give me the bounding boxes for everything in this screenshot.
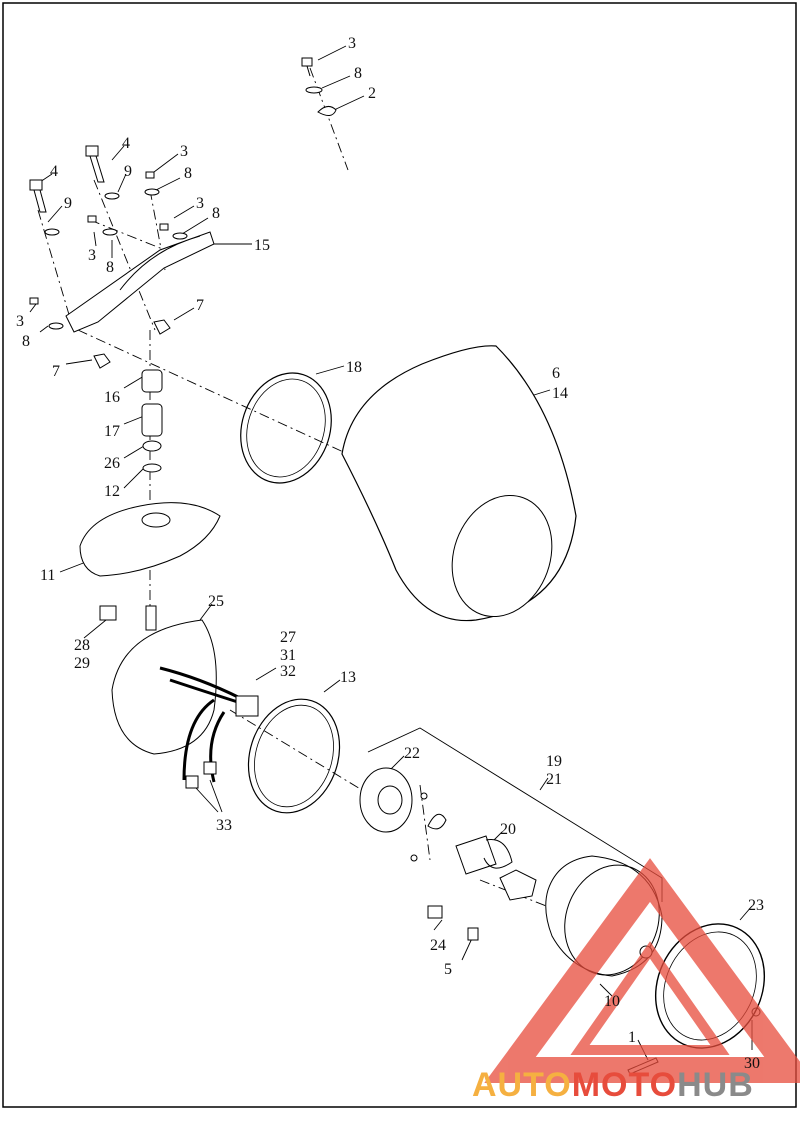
part-labels: 3 8 2 4 4 9 9 3 8 3 8 15 3 8 3 8 7 7 18 … [16, 35, 764, 1072]
watermark-auto: AUTO [472, 1066, 572, 1104]
connector-33a [185, 775, 199, 789]
label-18: 18 [346, 359, 362, 376]
label-8-top: 8 [354, 65, 362, 82]
label-11: 11 [40, 567, 55, 584]
label-32: 32 [280, 663, 296, 680]
label-3a: 3 [180, 143, 188, 160]
label-10: 10 [604, 993, 620, 1010]
label-21: 21 [546, 771, 562, 788]
label-1: 1 [628, 1029, 636, 1046]
ring-18-inner [246, 378, 326, 478]
label-3c: 3 [88, 247, 96, 264]
retaining-ring-13-inner [254, 704, 334, 808]
label-16: 16 [104, 389, 120, 406]
leader-lines [29, 45, 753, 1061]
label-8b: 8 [212, 205, 220, 222]
label-3b: 3 [196, 195, 204, 212]
label-28: 28 [74, 637, 90, 654]
lower-mount-11 [79, 502, 221, 577]
socket-22-inner [377, 785, 403, 815]
hardware-parts [29, 57, 761, 1075]
label-15: 15 [254, 237, 270, 254]
cowl-opening [451, 494, 553, 618]
wire-clip [427, 813, 447, 830]
label-9a: 9 [124, 163, 132, 180]
label-19: 19 [546, 753, 562, 770]
retaining-ring-13 [247, 698, 341, 814]
label-8c: 8 [106, 259, 114, 276]
label-7b: 7 [52, 363, 60, 380]
connector-27-31-32 [235, 695, 259, 717]
label-25: 25 [208, 593, 224, 610]
label-5: 5 [444, 961, 452, 978]
ring-18 [240, 372, 332, 484]
bulb-socket-24 [427, 905, 443, 919]
bulb-5 [467, 927, 479, 941]
label-2: 2 [368, 85, 376, 102]
label-12: 12 [104, 483, 120, 500]
label-4b: 4 [50, 163, 58, 180]
connector-33b [203, 761, 217, 775]
label-30: 30 [744, 1055, 760, 1072]
connector-28-29 [99, 605, 117, 621]
label-31: 31 [280, 647, 296, 664]
upper-bracket-15 [65, 231, 215, 333]
label-33: 33 [216, 817, 232, 834]
label-9b: 9 [64, 195, 72, 212]
label-22: 22 [404, 745, 420, 762]
housing-stud [145, 605, 157, 631]
label-26: 26 [104, 455, 120, 472]
bulb-20 [455, 835, 513, 875]
watermark-moto: MOTO [572, 1066, 677, 1104]
label-3-top: 3 [348, 35, 356, 52]
label-27: 27 [280, 629, 296, 646]
label-20: 20 [500, 821, 516, 838]
wiring-harness [159, 666, 245, 783]
headlamp-housing-25 [111, 619, 217, 755]
label-7a: 7 [196, 297, 204, 314]
watermark-logo [484, 858, 800, 1083]
label-24: 24 [430, 937, 446, 954]
mount-hole [141, 512, 171, 528]
bulb-cap [499, 869, 537, 901]
label-3d: 3 [16, 313, 24, 330]
label-4a: 4 [122, 135, 130, 152]
label-13: 13 [340, 669, 356, 686]
label-6: 6 [552, 365, 560, 382]
label-8d: 8 [22, 333, 30, 350]
label-14: 14 [552, 385, 568, 402]
watermark-text: AUTOMOTOHUB [472, 1066, 754, 1104]
label-23: 23 [748, 897, 764, 914]
label-8a: 8 [184, 165, 192, 182]
label-29: 29 [74, 655, 90, 672]
watermark-hub: HUB [677, 1066, 754, 1104]
label-17: 17 [104, 423, 120, 440]
